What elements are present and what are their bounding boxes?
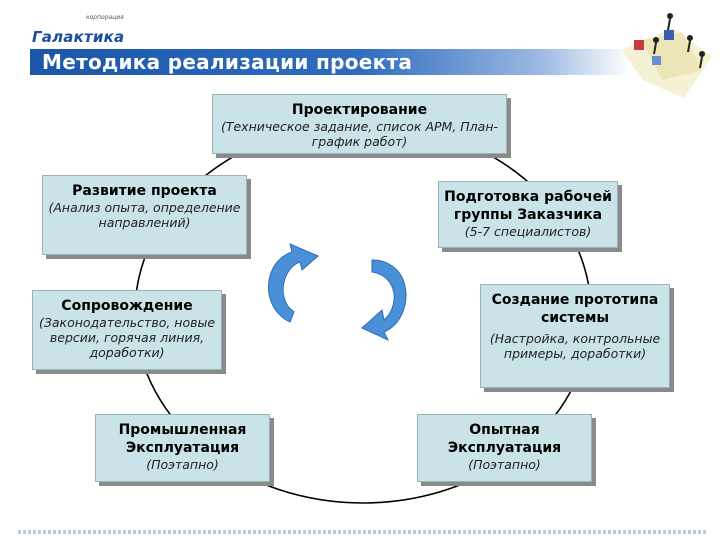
cycle-arrow-right-icon [361,259,407,342]
stage-team-title: Подготовка рабочей группы Заказчика [444,189,612,223]
stage-development-title: Развитие проекта [72,183,217,199]
title-bar [30,49,630,75]
stage-prototype-title: Создание прототипа системы [491,292,659,326]
stage-design: Проектирование (Техническое задание, спи… [212,94,507,154]
stage-industrial: Промышленная Эксплуатация (Поэтапно) [95,414,270,482]
stage-pilot-subtitle: (Поэтапно) [468,457,541,472]
stage-development: Развитие проекта (Анализ опыта, определе… [42,175,247,255]
footer-divider [18,530,708,534]
stage-team: Подготовка рабочей группы Заказчика (5-7… [438,181,618,248]
stage-prototype-subtitle: (Настройка, контрольные примеры, доработ… [489,331,661,361]
stage-industrial-subtitle: (Поэтапно) [146,457,219,472]
logo-corp-label: корпорация [86,14,124,21]
company-logo: корпорация Галактика [30,14,140,50]
cycle-arrow-left-icon [268,243,319,323]
stage-support: Сопровождение (Законодательство, новые в… [32,290,222,370]
stage-prototype: Создание прототипа системы (Настройка, к… [480,284,670,388]
stage-team-subtitle: (5-7 специалистов) [464,224,592,239]
stage-development-subtitle: (Анализ опыта, определение направлений) [48,200,241,230]
stage-support-title: Сопровождение [61,298,193,314]
stage-design-title: Проектирование [291,102,428,118]
stage-support-subtitle: (Законодательство, новые версии, горячая… [38,315,216,360]
stage-design-subtitle: (Техническое задание, список АРМ, План-г… [220,119,498,149]
stage-pilot-title: Опытная Эксплуатация [447,422,562,456]
hockey-players-decor [622,13,712,98]
stage-pilot: Опытная Эксплуатация (Поэтапно) [417,414,592,482]
logo-name: Галактика [32,28,125,46]
stage-industrial-title: Промышленная Эксплуатация [118,422,247,456]
page-title: Методика реализации проекта [42,50,413,74]
